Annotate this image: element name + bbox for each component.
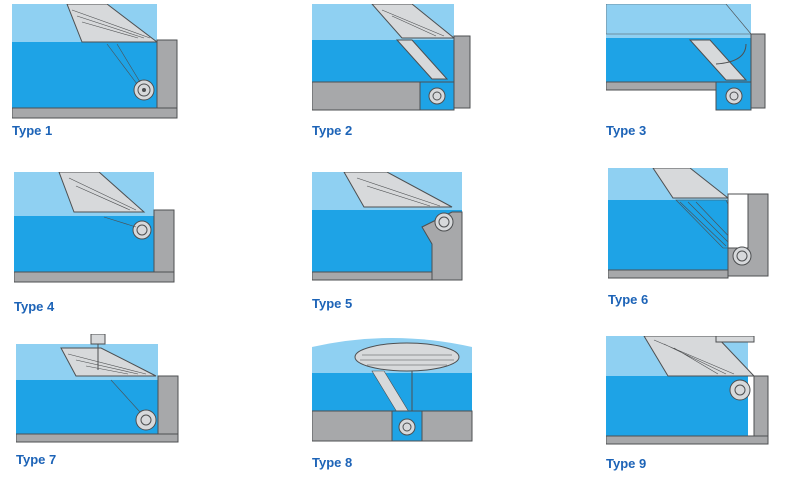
type-8-label: Type 8 xyxy=(312,455,353,470)
type-8-diagram xyxy=(312,338,473,442)
type-6-label: Type 6 xyxy=(608,292,649,307)
type-8-panel: Type 8 xyxy=(312,335,482,480)
type-3-label: Type 3 xyxy=(606,123,647,138)
roller-reel-icon xyxy=(428,87,446,105)
type-3-panel: Type 3 xyxy=(606,4,776,154)
type-7-panel: Type 7 xyxy=(16,334,186,482)
type-9-label: Type 9 xyxy=(606,456,647,471)
type-9-panel: Type 9 xyxy=(606,336,776,481)
type-2-panel: Type 2 xyxy=(312,4,482,154)
roller-reel-icon xyxy=(725,87,743,105)
type-4-label: Type 4 xyxy=(14,299,55,314)
type-1-label: Type 1 xyxy=(12,123,53,138)
roller-reel-icon xyxy=(398,418,416,436)
roller-reel-icon xyxy=(132,220,152,240)
type-1-panel: Type 1 xyxy=(12,4,182,154)
type-1-diagram xyxy=(12,4,178,119)
type-6-panel: Type 6 xyxy=(608,168,778,313)
roller-reel-icon xyxy=(133,79,155,101)
type-5-panel: Type 5 xyxy=(312,172,482,317)
type-4-diagram xyxy=(14,172,175,283)
roller-reel-icon xyxy=(135,409,157,431)
type-3-diagram xyxy=(606,4,766,111)
type-2-label: Type 2 xyxy=(312,123,353,138)
type-5-diagram xyxy=(312,172,463,281)
motor-box-icon xyxy=(90,334,106,370)
type-7-label: Type 7 xyxy=(16,452,57,467)
type-9-diagram xyxy=(606,336,769,445)
type-7-diagram xyxy=(16,334,179,443)
roller-reel-icon xyxy=(729,379,751,401)
type-2-diagram xyxy=(312,4,471,111)
type-6-diagram xyxy=(608,168,769,279)
roller-reel-icon xyxy=(434,212,454,232)
type-4-panel: Type 4 xyxy=(14,172,184,317)
curved-arrow-icon xyxy=(715,43,747,65)
roller-reel-icon xyxy=(732,246,752,266)
type-5-label: Type 5 xyxy=(312,296,353,311)
